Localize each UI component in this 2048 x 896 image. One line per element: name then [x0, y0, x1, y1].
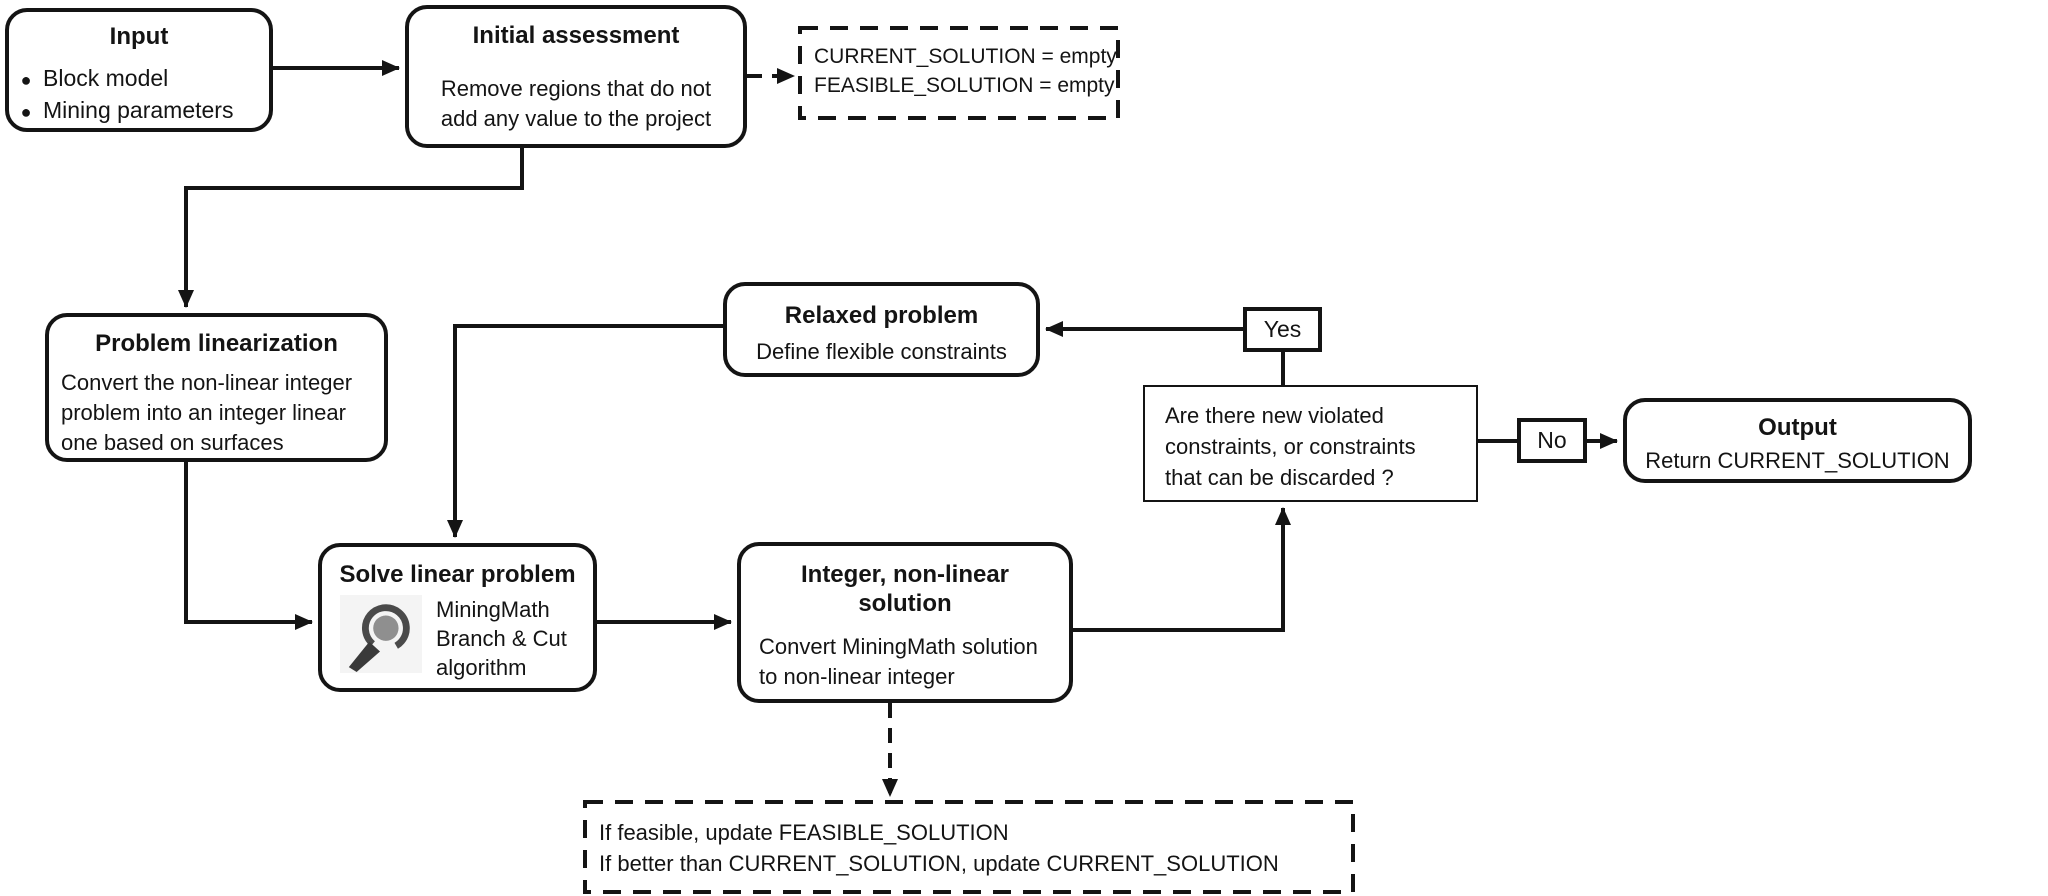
output-title: Output: [1758, 414, 1837, 441]
problem-linearization-title: Problem linearization: [95, 330, 338, 357]
solve-linear-title: Solve linear problem: [339, 561, 576, 588]
problem-linearization-text: one based on surfaces: [61, 430, 284, 455]
question-text: that can be discarded ?: [1165, 465, 1394, 490]
problem-linearization-text: problem into an integer linear: [61, 400, 346, 425]
arrow-integer-to-question: [1073, 507, 1291, 632]
magnifier-icon: [340, 595, 422, 673]
output-text: Return CURRENT_SOLUTION: [1645, 448, 1950, 473]
init-note-border: [798, 26, 1120, 120]
initial-assessment-text: Remove regions that do not: [440, 76, 712, 101]
solve-linear-text: algorithm: [436, 655, 527, 680]
input-item-label: Mining parameters: [43, 97, 234, 123]
no-box: No: [1517, 418, 1587, 463]
question-text: Are there new violated: [1165, 403, 1384, 428]
init-note-line: CURRENT_SOLUTION = empty: [814, 45, 1117, 68]
bullet-icon: ●: [20, 70, 32, 90]
update-note-border: [583, 800, 1355, 894]
update-note-line: If feasible, update FEASIBLE_SOLUTION: [599, 820, 1009, 845]
input-box: Input ● Block model ● Mining parameters: [5, 8, 273, 132]
solve-linear-text: MiningMath: [436, 597, 550, 622]
list-item: ● Block model: [9, 63, 269, 95]
relaxed-problem-title: Relaxed problem: [784, 302, 979, 329]
output-box: Output Return CURRENT_SOLUTION: [1623, 398, 1972, 483]
solve-linear-box: Solve linear problem MiningMath Branch &…: [318, 543, 597, 692]
yes-box: Yes: [1243, 307, 1322, 352]
update-solution-note: If feasible, update FEASIBLE_SOLUTION If…: [585, 802, 1353, 892]
no-label: No: [1537, 427, 1567, 453]
input-title: Input: [109, 23, 169, 50]
init-note-line: FEASIBLE_SOLUTION = empty: [814, 74, 1115, 97]
relaxed-problem-box: Relaxed problem Define flexible constrai…: [723, 282, 1040, 377]
yes-label: Yes: [1263, 316, 1302, 342]
initial-assessment-text: add any value to the project: [440, 106, 712, 131]
integer-solution-text: to non-linear integer: [759, 664, 955, 689]
violated-constraints-box: Are there new violated constraints, or c…: [1143, 385, 1478, 502]
arrow-relaxed-to-solve: [447, 324, 723, 538]
integer-solution-title: Integer, non-linear solution: [800, 561, 1010, 617]
input-item-label: Block model: [43, 65, 169, 91]
problem-linearization-text: Convert the non-linear integer: [61, 370, 353, 395]
init-solution-note: CURRENT_SOLUTION = empty FEASIBLE_SOLUTI…: [800, 28, 1118, 118]
arrow-linearization-to-solve: [184, 462, 313, 630]
question-text: constraints, or constraints: [1165, 434, 1416, 459]
update-note-line: If better than CURRENT_SOLUTION, update …: [599, 851, 1279, 876]
solve-linear-text: Branch & Cut: [436, 626, 567, 651]
integer-solution-box: Integer, non-linear solution Convert Min…: [737, 542, 1073, 703]
problem-linearization-box: Problem linearization Convert the non-li…: [45, 313, 388, 462]
arrow-initial-to-linearization: [178, 148, 524, 308]
initial-assessment-title: Initial assessment: [472, 22, 680, 49]
integer-solution-text: Convert MiningMath solution: [759, 634, 1038, 659]
relaxed-problem-text: Define flexible constraints: [756, 339, 1007, 364]
list-item: ● Mining parameters: [9, 95, 269, 127]
initial-assessment-box: Initial assessment Remove regions that d…: [405, 5, 747, 148]
bullet-icon: ●: [20, 102, 32, 122]
